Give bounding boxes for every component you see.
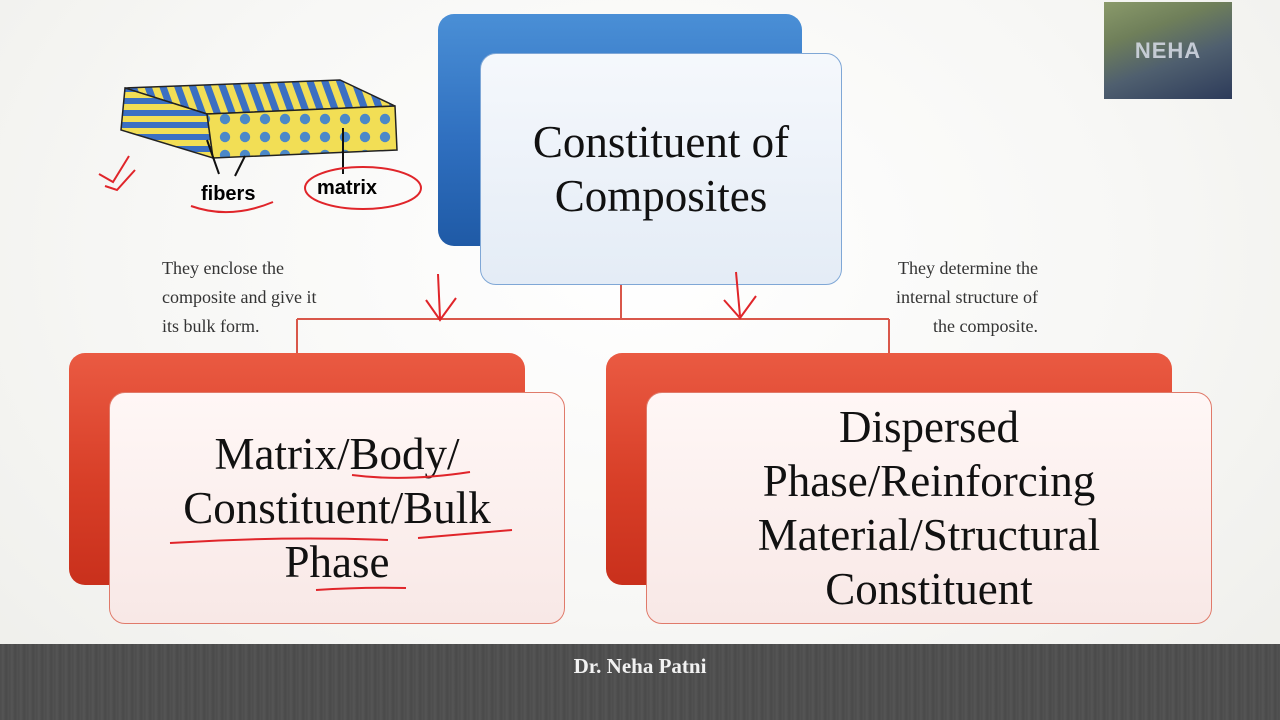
left-node-label: Matrix/Body/ Constituent/Bulk Phase [183,429,491,587]
composite-illustration: fibers matrix [98,79,422,214]
arrow-right [723,271,757,320]
underline-phase [315,586,407,591]
right-node: Dispersed Phase/Reinforcing Material/Str… [646,392,1212,624]
author-name: Dr. Neha Patni [573,654,707,678]
left-node: Matrix/Body/ Constituent/Bulk Phase [109,392,565,624]
block-front-face [206,105,398,159]
left-note: They enclose the composite and give it i… [162,254,316,341]
fibers-underline [190,201,274,214]
right-note: They determine the internal structure of… [896,254,1038,341]
top-node-label: Constituent of Composites [532,117,790,221]
matrix-circle [304,166,422,210]
fibers-label: fibers [201,183,255,205]
right-note-line: They determine the [898,258,1038,278]
left-note-line: composite and give it [162,287,317,307]
footer-bar: Dr. Neha Patni [0,644,1280,720]
check-marks [98,155,136,192]
right-note-line: the composite. [933,316,1038,336]
left-note-line: They enclose the [162,258,284,278]
left-note-line: its bulk form. [162,316,260,336]
top-node: Constituent of Composites [480,53,842,285]
right-node-label: Dispersed Phase/Reinforcing Material/Str… [757,402,1101,614]
underline-bulk [417,529,513,539]
underline-constituent [169,537,389,544]
logo-text: NEHA [1134,37,1202,63]
arrow-left [425,273,457,322]
matrix-label: matrix [317,177,377,199]
right-note-line: internal structure of [896,287,1038,307]
logo: NEHA [1104,2,1232,99]
underline-body [351,471,471,479]
